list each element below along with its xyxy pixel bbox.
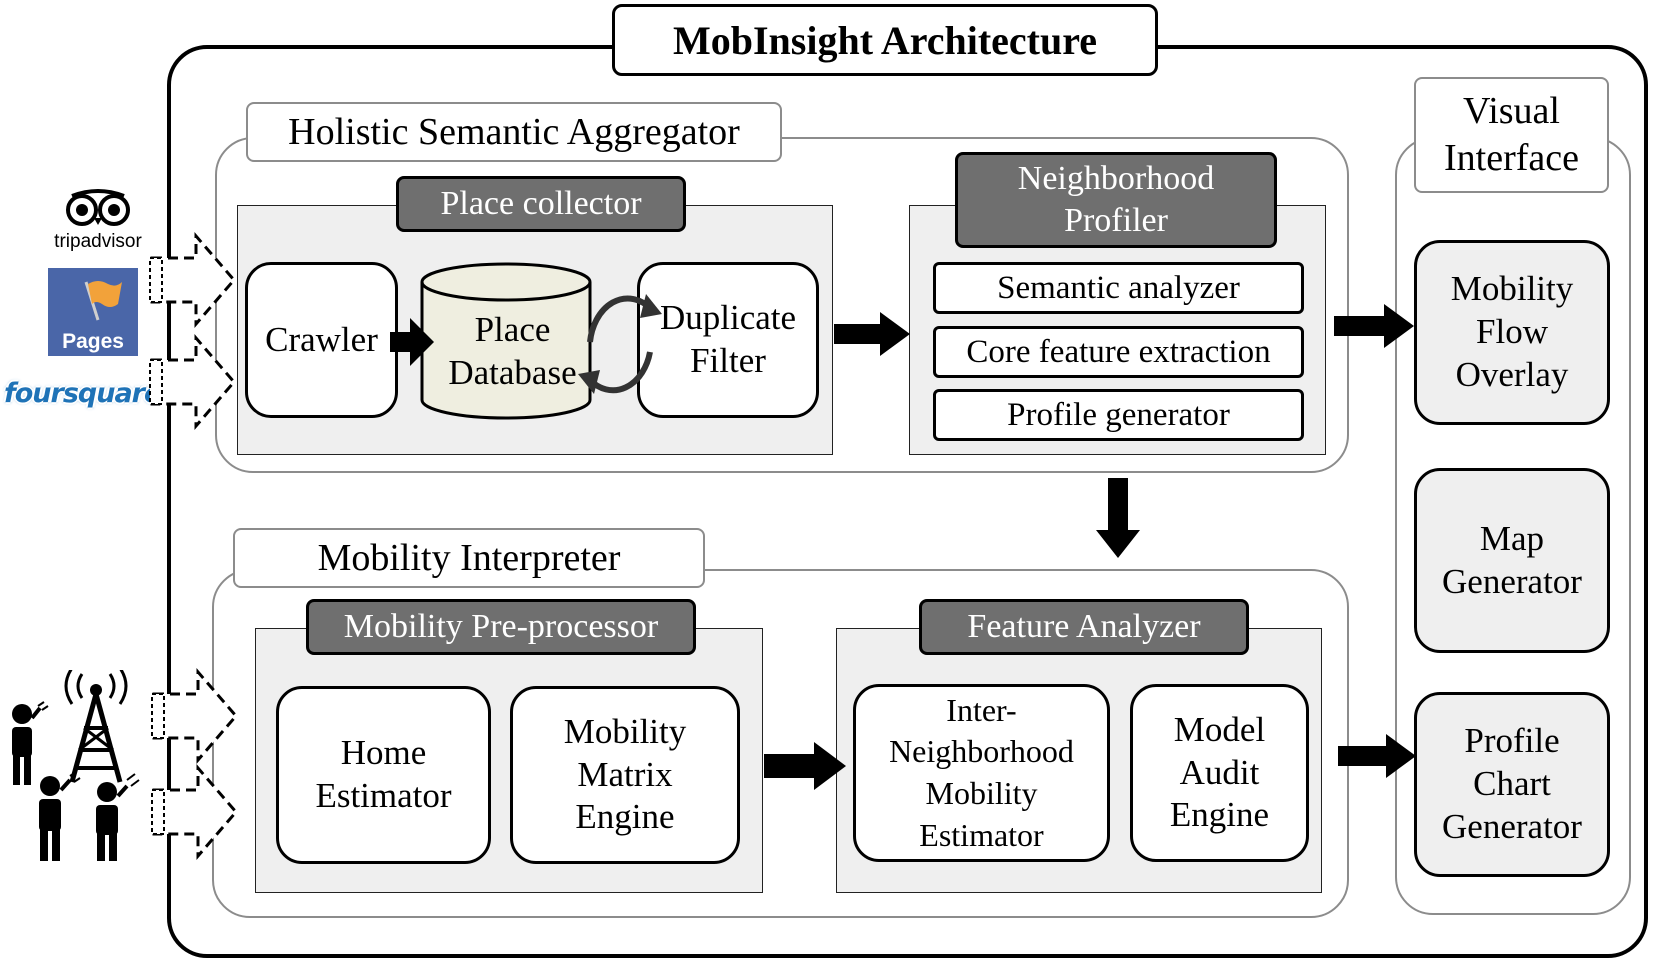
- holistic-semantic-aggregator-label: Holistic Semantic Aggregator: [288, 111, 740, 153]
- mobility-input-arrow-2: [151, 763, 238, 861]
- feature-analyzer-title: Feature Analyzer: [919, 599, 1249, 655]
- crawler-to-database-arrow: [390, 318, 434, 366]
- profile-generator-label: Profile generator: [1007, 396, 1230, 433]
- feature-analyzer-label: Feature Analyzer: [967, 608, 1201, 645]
- map-generator-label: Map Generator: [1442, 518, 1582, 601]
- collector-to-profiler-arrow: [834, 312, 910, 356]
- profile-generator-box: Profile generator: [933, 389, 1304, 441]
- architecture-title: MobInsight Architecture: [612, 4, 1158, 76]
- home-estimator-box: Home Estimator: [276, 686, 491, 864]
- place-collector-label: Place collector: [440, 185, 642, 222]
- visual-interface-label: Visual Interface: [1444, 89, 1579, 180]
- core-feature-extraction-label: Core feature extraction: [966, 333, 1271, 370]
- person-phone-icon-3: [96, 773, 140, 861]
- foursquare-logo: foursquare: [4, 378, 162, 418]
- source-input-arrow-2: [149, 333, 236, 431]
- mobility-flow-overlay-box: Mobility Flow Overlay: [1414, 240, 1610, 425]
- pages-text: Pages: [62, 330, 124, 353]
- model-audit-engine-box: Model Audit Engine: [1130, 684, 1309, 862]
- mobility-preprocessor-label: Mobility Pre-processor: [343, 608, 659, 645]
- foursquare-text: foursquare: [4, 378, 162, 409]
- cell-tower-icon: [64, 670, 128, 783]
- facebook-pages-logo: Pages: [48, 268, 138, 356]
- person-phone-icon: [12, 701, 49, 785]
- mobility-interpreter-title: Mobility Interpreter: [233, 528, 705, 588]
- profiler-to-analyzer-arrow: [1096, 478, 1140, 558]
- source-input-arrow-1: [149, 231, 236, 329]
- crawler-label: Crawler: [265, 320, 378, 359]
- crawler-box: Crawler: [245, 262, 398, 418]
- profile-chart-generator-label: Profile Chart Generator: [1442, 721, 1582, 846]
- place-database-label: Place Database: [448, 310, 577, 392]
- neighborhood-profiler-label: Neighborhood Profiler: [1017, 159, 1215, 240]
- mobility-matrix-engine-box: Mobility Matrix Engine: [510, 686, 740, 864]
- neighborhood-profiler-title: Neighborhood Profiler: [955, 152, 1277, 248]
- semantic-analyzer-label: Semantic analyzer: [997, 269, 1240, 306]
- preprocessor-to-analyzer-arrow: [764, 742, 846, 790]
- home-estimator-label: Home Estimator: [315, 733, 452, 815]
- profile-chart-generator-box: Profile Chart Generator: [1414, 692, 1610, 877]
- duplicate-filter-label: Duplicate Filter: [659, 298, 797, 380]
- semantic-analyzer-box: Semantic analyzer: [933, 262, 1304, 314]
- mobility-matrix-engine-label: Mobility Matrix Engine: [563, 711, 687, 837]
- mobility-preprocessor-title: Mobility Pre-processor: [306, 599, 696, 655]
- inter-neighborhood-estimator-box: Inter- Neighborhood Mobility Estimator: [853, 684, 1110, 862]
- analyzer-to-chart-arrow: [1338, 734, 1416, 778]
- database-cylinder-icon: [420, 262, 592, 420]
- tripadvisor-text: tripadvisor: [54, 231, 142, 252]
- visual-interface-title: Visual Interface: [1414, 77, 1609, 193]
- owl-icon: [66, 189, 130, 226]
- mobility-input-arrow-1: [151, 667, 238, 765]
- mobility-interpreter-label: Mobility Interpreter: [317, 537, 621, 579]
- map-generator-box: Map Generator: [1414, 468, 1610, 653]
- person-phone-icon-2: [39, 772, 81, 861]
- profiler-to-overlay-arrow: [1334, 304, 1414, 348]
- inter-neighborhood-estimator-label: Inter- Neighborhood Mobility Estimator: [889, 691, 1074, 853]
- duplicate-filter-box: Duplicate Filter: [637, 262, 819, 418]
- architecture-title-text: MobInsight Architecture: [672, 17, 1098, 63]
- place-collector-title: Place collector: [396, 176, 686, 232]
- cycle-arrows-icon: [578, 294, 662, 394]
- mobility-flow-overlay-label: Mobility Flow Overlay: [1450, 269, 1574, 394]
- flag-icon: [84, 281, 122, 321]
- model-audit-engine-label: Model Audit Engine: [1169, 709, 1270, 835]
- core-feature-extraction-box: Core feature extraction: [933, 326, 1304, 378]
- tripadvisor-logo: tripadvisor: [44, 188, 152, 254]
- holistic-semantic-aggregator-title: Holistic Semantic Aggregator: [246, 102, 782, 162]
